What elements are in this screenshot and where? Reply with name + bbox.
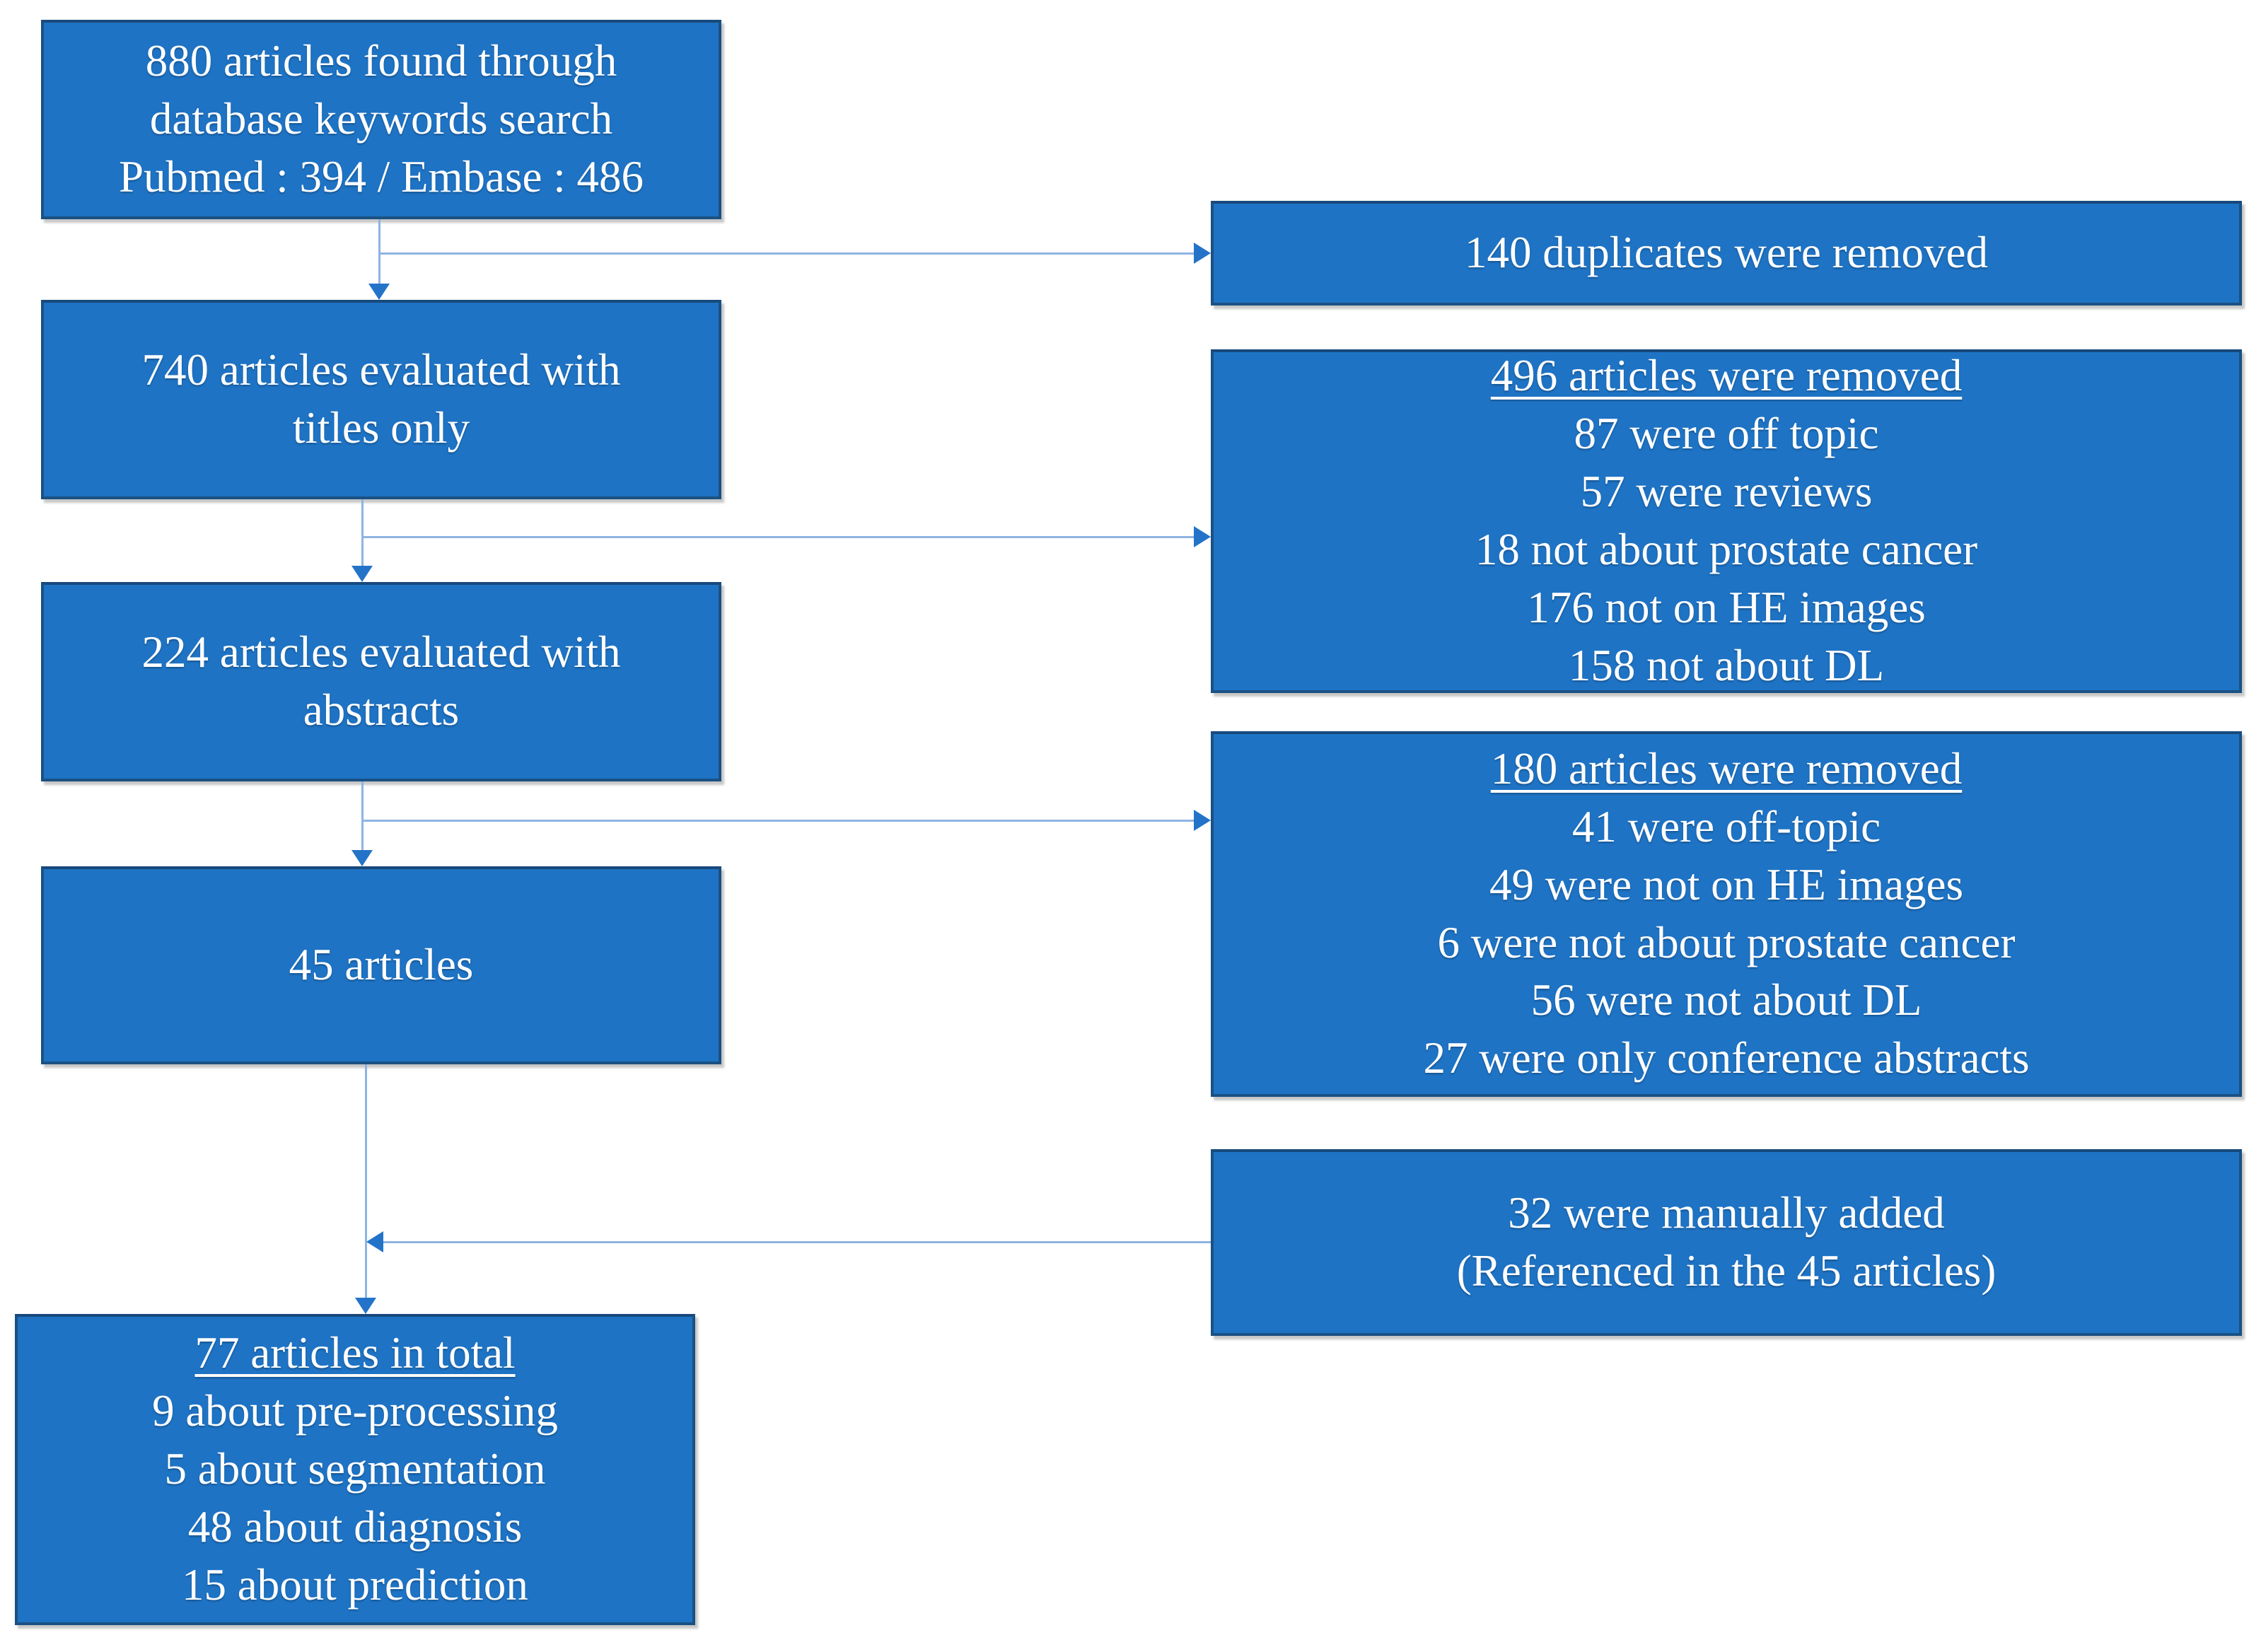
box-text-line-underlined: 180 articles were removed [1490, 743, 1963, 793]
box-total-articles: 77 articles in total 9 about pre-process… [15, 1314, 695, 1625]
box-database-search: 880 articles found through database keyw… [41, 20, 721, 219]
arrowhead-right-removed-titles [1194, 526, 1211, 547]
connector-abstracts-to-selected [361, 781, 364, 851]
box-text-line: Pubmed : 394 / Embase : 486 [119, 151, 644, 202]
box-text-line: 740 articles evaluated with [141, 345, 621, 395]
arrowhead-down-total [355, 1298, 376, 1314]
box-text-line: 6 were not about prostate cancer [1437, 917, 2016, 967]
connector-search-to-titles [378, 219, 380, 284]
box-text-line: titles only [292, 403, 470, 453]
box-45-articles: 45 articles [41, 866, 721, 1064]
arrowhead-down-selected [351, 850, 373, 866]
connector-manual-to-flow [382, 1241, 1211, 1243]
box-text-line: 15 about prediction [182, 1559, 528, 1610]
connector-selected-to-total [365, 1064, 367, 1299]
arrowhead-right-duplicates [1194, 243, 1211, 264]
arrowhead-left-manual [366, 1231, 383, 1252]
box-text-line: 49 were not on HE images [1489, 859, 1964, 909]
box-text-line: 87 were off topic [1574, 409, 1879, 459]
box-removed-after-titles: 496 articles were removed 87 were off to… [1211, 349, 2242, 693]
box-removed-after-abstracts: 180 articles were removed 41 were off-to… [1211, 731, 2242, 1097]
box-text-line: database keywords search [149, 94, 613, 144]
box-text-line: 140 duplicates were removed [1465, 228, 1988, 278]
box-text-line-underlined: 496 articles were removed [1490, 351, 1963, 401]
box-text-line: 18 not about prostate cancer [1475, 525, 1978, 574]
connector-branch-duplicates [379, 252, 1202, 255]
box-text-line: 45 articles [289, 940, 474, 990]
box-text-line: 224 articles evaluated with [141, 627, 621, 677]
arrowhead-right-removed-abstracts [1194, 810, 1211, 831]
arrowhead-down-titles [368, 284, 390, 300]
box-text-line: 158 not about DL [1568, 640, 1885, 690]
box-titles-evaluated: 740 articles evaluated with titles only [41, 300, 721, 499]
box-text-line: 880 articles found through [145, 36, 617, 86]
connector-titles-to-abstracts [361, 499, 364, 567]
box-abstracts-evaluated: 224 articles evaluated with abstracts [41, 582, 721, 781]
box-text-line: 32 were manually added [1508, 1188, 1945, 1238]
box-manually-added: 32 were manually added (Referenced in th… [1211, 1149, 2242, 1336]
arrowhead-down-abstracts [351, 566, 373, 582]
box-text-line-underlined: 77 articles in total [194, 1328, 516, 1378]
box-text-line: abstracts [303, 685, 460, 735]
connector-branch-removed-titles [362, 536, 1202, 538]
box-text-line: 57 were reviews [1580, 467, 1873, 517]
box-duplicates-removed: 140 duplicates were removed [1211, 201, 2242, 306]
box-text-line: 41 were off-topic [1571, 801, 1881, 851]
box-text-line: (Referenced in the 45 articles) [1456, 1246, 1997, 1296]
connector-branch-removed-abstracts [362, 820, 1202, 822]
box-text-line: 5 about segmentation [164, 1444, 546, 1494]
box-text-line: 27 were only conference abstracts [1423, 1033, 2030, 1083]
box-text-line: 176 not on HE images [1527, 582, 1926, 632]
box-text-line: 48 about diagnosis [187, 1501, 523, 1552]
box-text-line: 56 were not about DL [1530, 975, 1922, 1025]
box-text-line: 9 about pre-processing [152, 1386, 558, 1436]
